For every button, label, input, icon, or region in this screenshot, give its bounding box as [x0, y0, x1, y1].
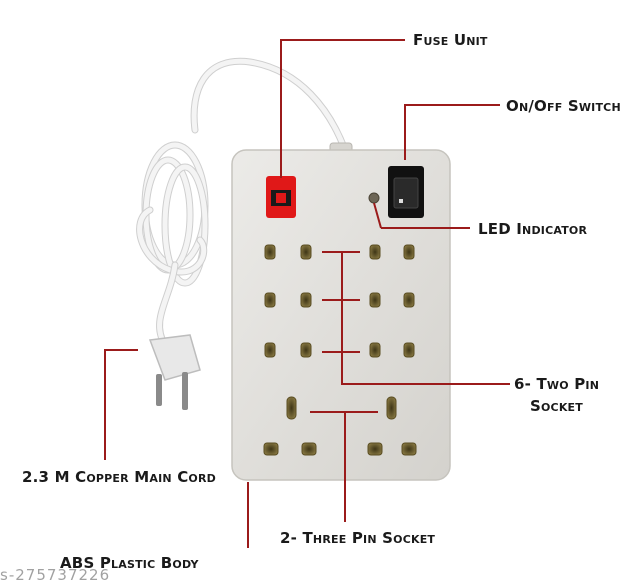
- socket-hole: [263, 442, 279, 456]
- fuse-icon: [266, 176, 296, 218]
- switch-pointer: [404, 104, 500, 160]
- socket-hole: [403, 244, 415, 260]
- socket-hole: [286, 396, 297, 420]
- socket-hole: [300, 342, 312, 358]
- socket-hole: [367, 442, 383, 456]
- socket-hole: [300, 244, 312, 260]
- three-pin-sockets: [263, 396, 417, 456]
- socket-hole: [369, 342, 381, 358]
- label-three-pin-socket: 2- Three Pin Socket: [280, 529, 436, 547]
- label-two-pin-socket-line1: 6- Two Pin: [514, 375, 600, 393]
- pointer-lines: [104, 39, 510, 548]
- two-pin-pointer: [341, 252, 510, 385]
- socket-hole: [301, 442, 317, 456]
- socket-hole: [264, 292, 276, 308]
- power-cord: [136, 57, 349, 349]
- socket-hole: [403, 342, 415, 358]
- label-fuse-unit: Fuse Unit: [413, 31, 488, 49]
- two-pin-sockets: [264, 244, 415, 358]
- power-switch: [388, 166, 424, 218]
- socket-hole: [403, 292, 415, 308]
- cord-pointer: [104, 349, 138, 460]
- socket-hole: [369, 244, 381, 260]
- socket-hole: [264, 342, 276, 358]
- plug-icon: [148, 334, 201, 410]
- socket-hole: [300, 292, 312, 308]
- label-abs-plastic-body: ABS Plastic Body: [60, 554, 199, 572]
- label-led-indicator: LED Indicator: [478, 220, 588, 238]
- socket-hole: [386, 396, 397, 420]
- socket-hole: [369, 292, 381, 308]
- fuse-pointer: [280, 39, 405, 178]
- label-on-off-switch: On/Off Switch: [506, 97, 621, 115]
- label-copper-main-cord: 2.3 M Copper Main Cord: [22, 468, 216, 486]
- socket-hole: [264, 244, 276, 260]
- led-indicator-icon: [368, 192, 380, 204]
- watermark: s-275737226: [0, 566, 111, 584]
- label-two-pin-socket-line2: Socket: [530, 397, 583, 415]
- led-pointer-tick: [373, 202, 382, 229]
- socket-hole: [401, 442, 417, 456]
